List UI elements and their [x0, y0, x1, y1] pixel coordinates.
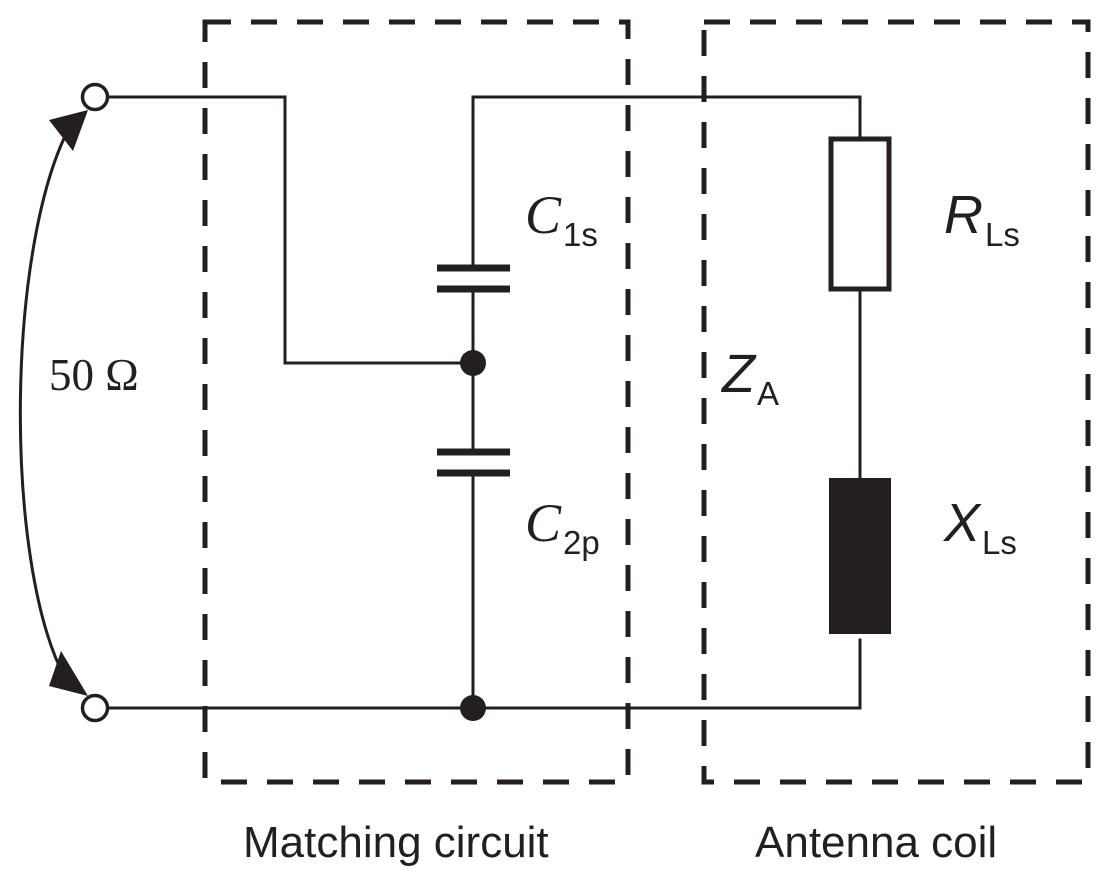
junction-dot-mid [460, 350, 486, 376]
junction-dot-bottom [460, 695, 486, 721]
open-terminal-bottom [80, 693, 110, 723]
c2p-subscript: 2p [563, 524, 600, 561]
caption-matching-circuit: Matching circuit [243, 818, 549, 867]
c1s-subscript: 1s [563, 216, 598, 253]
arrow-head-bottom [49, 651, 88, 696]
resistor-rls-body [828, 136, 892, 292]
arrow-head-top [49, 110, 88, 151]
rls-label: RLs [944, 185, 1020, 253]
matching-circuit-boundary [202, 19, 631, 785]
caption-antenna-coil: Antenna coil [755, 818, 997, 867]
xls-subscript: Ls [982, 524, 1017, 561]
za-symbol: Z [720, 344, 757, 404]
za-label: ZA [720, 344, 779, 412]
c2p-symbol: C [525, 493, 562, 553]
xls-label: XLs [942, 493, 1017, 561]
wire-top-rail [471, 95, 862, 142]
rls-symbol: R [944, 185, 983, 245]
xls-symbol: X [942, 493, 982, 553]
impedance-label: 50 Ω [49, 350, 139, 400]
open-terminal-top [80, 82, 110, 112]
c2p-label: C2p [525, 493, 600, 561]
c1s-symbol: C [525, 185, 562, 245]
wire-bottom-rail [104, 638, 862, 710]
reactance-xls-body [829, 478, 891, 634]
za-subscript: A [757, 375, 779, 412]
c1s-label: C1s [525, 185, 598, 253]
impedance-arc [18, 127, 71, 677]
rls-subscript: Ls [985, 216, 1020, 253]
antenna-coil-boundary [701, 19, 1091, 785]
wire-top-terminal-to-mid-node [104, 95, 467, 365]
